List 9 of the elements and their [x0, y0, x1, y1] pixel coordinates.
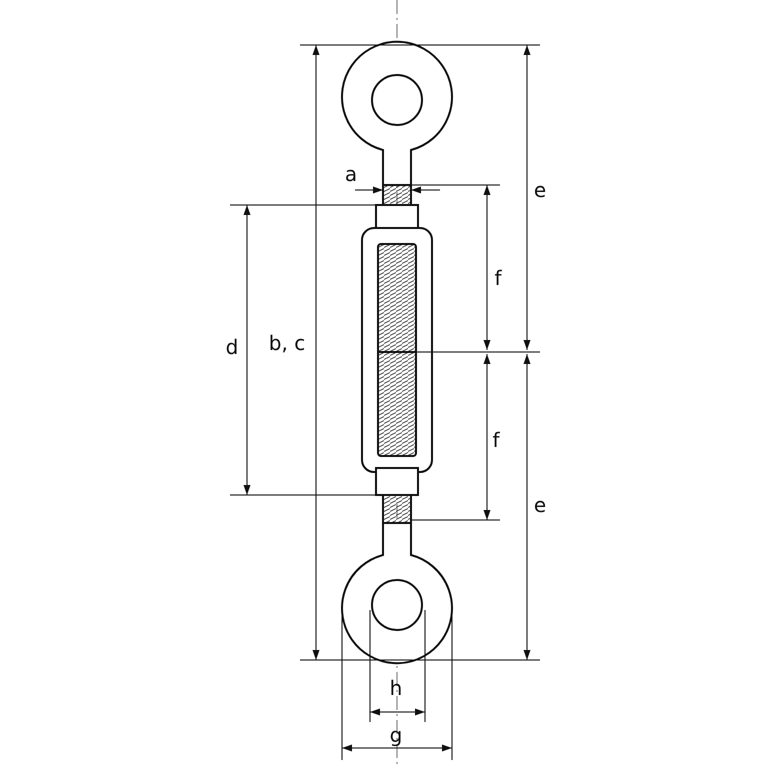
- dimension-label: a: [344, 164, 358, 184]
- dimension-label: d: [226, 337, 238, 357]
- dimension-label: h: [390, 678, 402, 698]
- dimension-label: f: [492, 430, 500, 450]
- dimension-label: e: [534, 180, 546, 200]
- dimension-label: f: [494, 268, 502, 288]
- dimension-label: g: [390, 725, 402, 745]
- dimension-label: b, c: [268, 333, 306, 353]
- dimension-label: e: [534, 495, 546, 515]
